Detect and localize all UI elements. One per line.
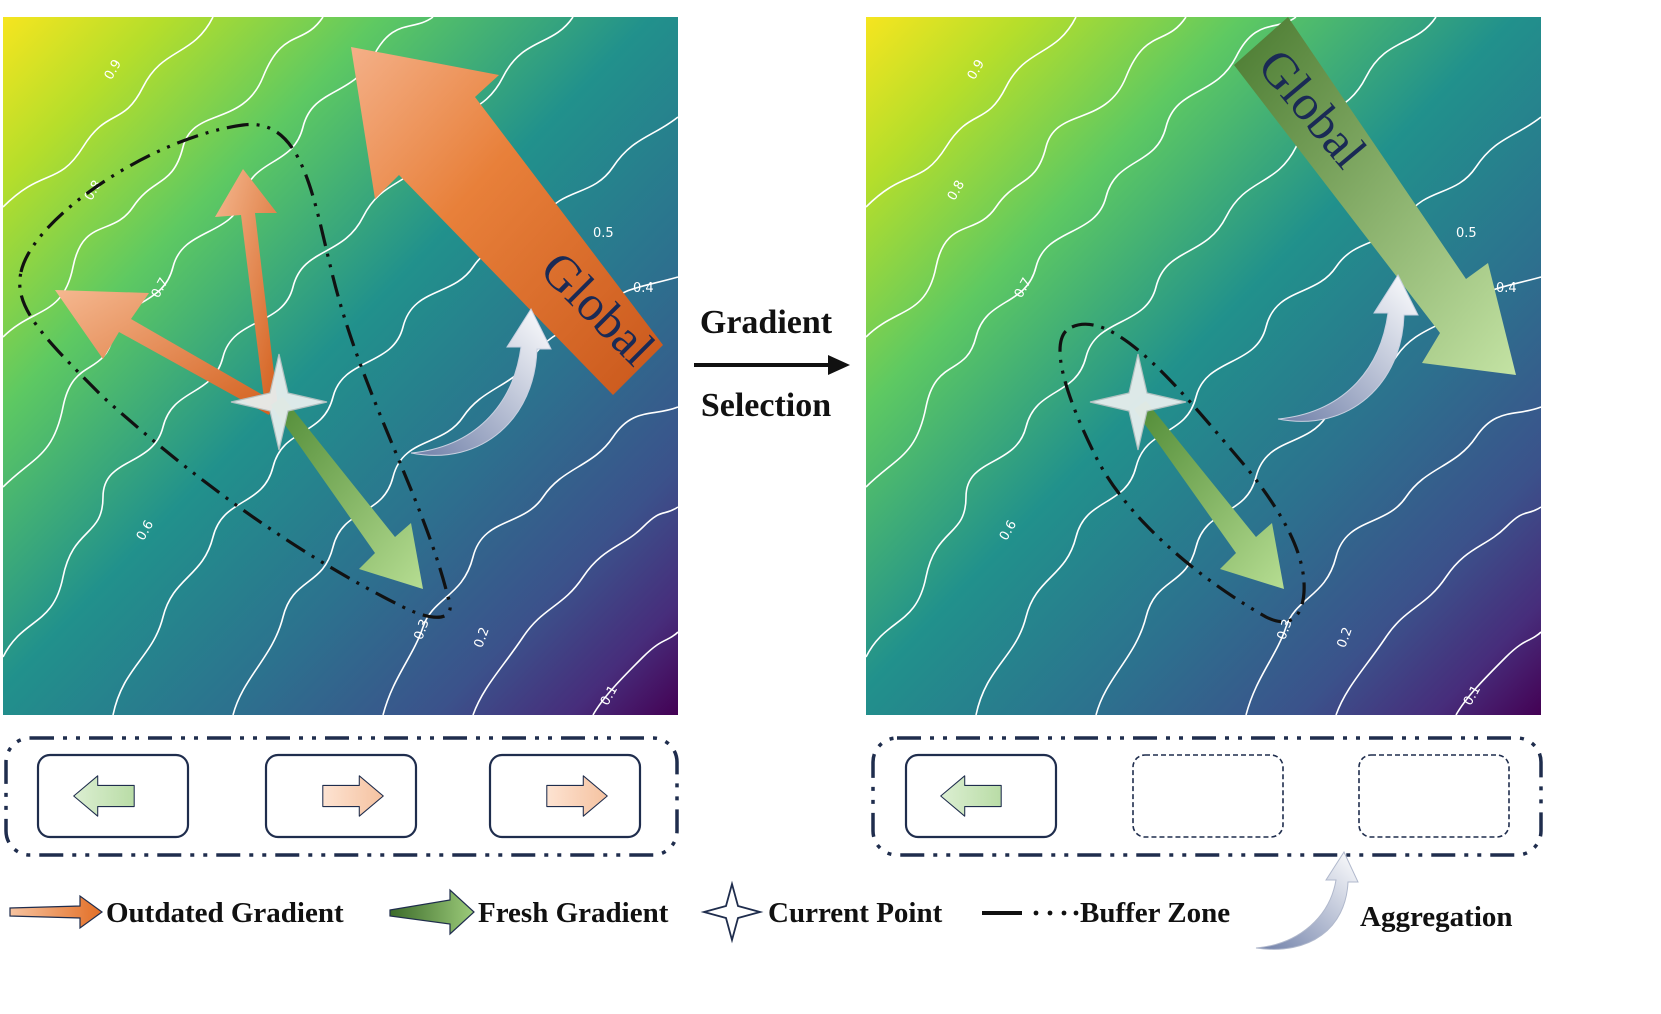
legend-current-point-icon	[700, 880, 764, 944]
legend-buffer-label: Buffer Zone	[1080, 897, 1230, 929]
legend-outdated-arrow-icon	[9, 894, 104, 930]
right-slot-3-empty	[1358, 754, 1510, 838]
legend: Outdated Gradient Fresh Gradient Current…	[9, 850, 1513, 950]
contour-label-0-4-r: 0.4	[1496, 281, 1517, 296]
contour-label-0-3: 0.3	[412, 617, 433, 642]
right-loss-landscape	[866, 17, 1541, 715]
contour-label-0-5: 0.5	[593, 226, 614, 241]
center-label-line1: Gradient	[700, 304, 833, 341]
left-fresh-arrow	[271, 397, 423, 589]
legend-aggregation-icon	[1255, 850, 1359, 950]
right-panel: 0.9 0.8 0.7 0.6 0.5 0.4 0.3 0.2 0.1 Glob…	[865, 16, 1542, 716]
right-buffer-zone	[1058, 322, 1306, 624]
legend-outdated-label: Outdated Gradient	[106, 897, 344, 929]
legend-buffer-zone-icon	[982, 910, 1079, 916]
left-contour-labels: 0.9 0.8 0.7 0.6 0.5 0.4 0.3 0.2 0.1	[82, 57, 654, 708]
left-outdated-arrow-1	[55, 290, 275, 415]
left-buffer-container	[4, 736, 679, 857]
right-fresh-arrow	[1134, 401, 1284, 589]
right-aggregation-arrow	[1277, 273, 1419, 422]
left-buffer-zone	[18, 122, 452, 619]
right-buffer-container	[871, 736, 1543, 857]
left-aggregation-arrow	[410, 307, 552, 456]
left-outdated-arrow-2	[215, 169, 278, 407]
right-slot-2-empty	[1132, 754, 1284, 838]
left-panel: 0.9 0.8 0.7 0.6 0.5 0.4 0.3 0.2 0.1 Glob…	[2, 16, 679, 716]
gradient-selection-arrow-head	[828, 355, 850, 375]
contour-label-0-5-r: 0.5	[1456, 226, 1477, 241]
legend-fresh-arrow-icon	[389, 888, 475, 936]
contour-label-0-4: 0.4	[633, 281, 654, 296]
contour-label-0-2-r: 0.2	[1335, 625, 1356, 650]
contour-label-0-2: 0.2	[472, 625, 493, 650]
legend-aggregation-label: Aggregation	[1360, 901, 1513, 933]
legend-current-label: Current Point	[768, 897, 943, 929]
gradient-selection-label: Gradient Selection	[694, 304, 850, 424]
contour-label-0-3-r: 0.3	[1275, 617, 1296, 642]
legend-fresh-label: Fresh Gradient	[478, 897, 669, 929]
center-label-line2: Selection	[701, 387, 831, 424]
left-buffer-row	[4, 736, 679, 857]
right-buffer-row	[871, 736, 1543, 857]
left-loss-landscape	[3, 17, 678, 715]
